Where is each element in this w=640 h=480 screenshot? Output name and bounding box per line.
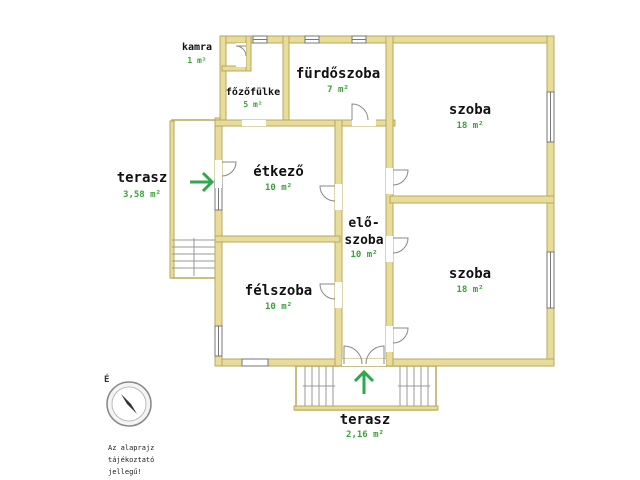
terrace-left-name: terasz — [116, 170, 168, 186]
disclaimer-line-3: jellegű! — [108, 468, 142, 476]
terrace-bottom-area: 2,16 m² — [346, 430, 384, 440]
room-szoba-bottom: szoba 18 m² — [393, 266, 547, 295]
terrace-bottom-name: terasz — [339, 412, 391, 428]
room-fozofulke-area: 5 m² — [243, 100, 263, 109]
room-kamra-name: kamra — [181, 42, 213, 53]
disclaimer-line-1: Az alaprajz — [108, 444, 155, 452]
entrance-arrow-bottom — [353, 369, 375, 394]
room-szoba-top: szoba 18 m² — [393, 102, 547, 131]
room-szoba-bottom-name: szoba — [448, 266, 492, 282]
room-fozofulke: főzőfülke 5 m² — [224, 87, 282, 109]
room-fozofulke-name: főzőfülke — [225, 87, 281, 98]
doors — [215, 43, 409, 366]
room-felszoba: félszoba 10 m² — [222, 283, 335, 312]
terrace-left-area: 3,58 m² — [123, 190, 161, 200]
room-furdoszoba-area: 7 m² — [327, 85, 349, 95]
entrance-arrow-left — [190, 171, 215, 193]
room-etkezo-name: étkező — [253, 164, 304, 180]
terrace-left-label: terasz 3,58 m² — [112, 170, 172, 200]
disclaimer-line-2: tájékoztató — [108, 456, 155, 464]
room-etkezo-area: 10 m² — [264, 183, 293, 193]
room-furdoszoba: fürdőszoba 7 m² — [290, 66, 386, 95]
disclaimer: Az alaprajz tájékoztató jellegű! — [108, 442, 154, 478]
room-szoba-top-area: 18 m² — [456, 121, 484, 131]
room-eloszoba-name-1: elő- — [348, 216, 380, 231]
room-etkezo: étkező 10 m² — [222, 164, 335, 193]
room-eloszoba-area: 10 m² — [350, 250, 378, 260]
room-felszoba-name: félszoba — [244, 283, 313, 299]
room-felszoba-area: 10 m² — [264, 302, 293, 312]
room-eloszoba-name-2: szoba — [344, 233, 384, 248]
compass-label: É — [104, 375, 110, 385]
room-furdoszoba-name: fürdőszoba — [295, 66, 381, 82]
terrace-bottom-label: terasz 2,16 m² — [330, 412, 400, 440]
room-szoba-bottom-area: 18 m² — [456, 285, 484, 295]
room-kamra-area: 1 m² — [187, 56, 207, 65]
room-szoba-top-name: szoba — [448, 102, 492, 118]
compass-icon — [106, 381, 152, 427]
room-eloszoba: elő- szoba 10 m² — [342, 216, 386, 260]
room-kamra: kamra 1 m² — [180, 42, 214, 65]
